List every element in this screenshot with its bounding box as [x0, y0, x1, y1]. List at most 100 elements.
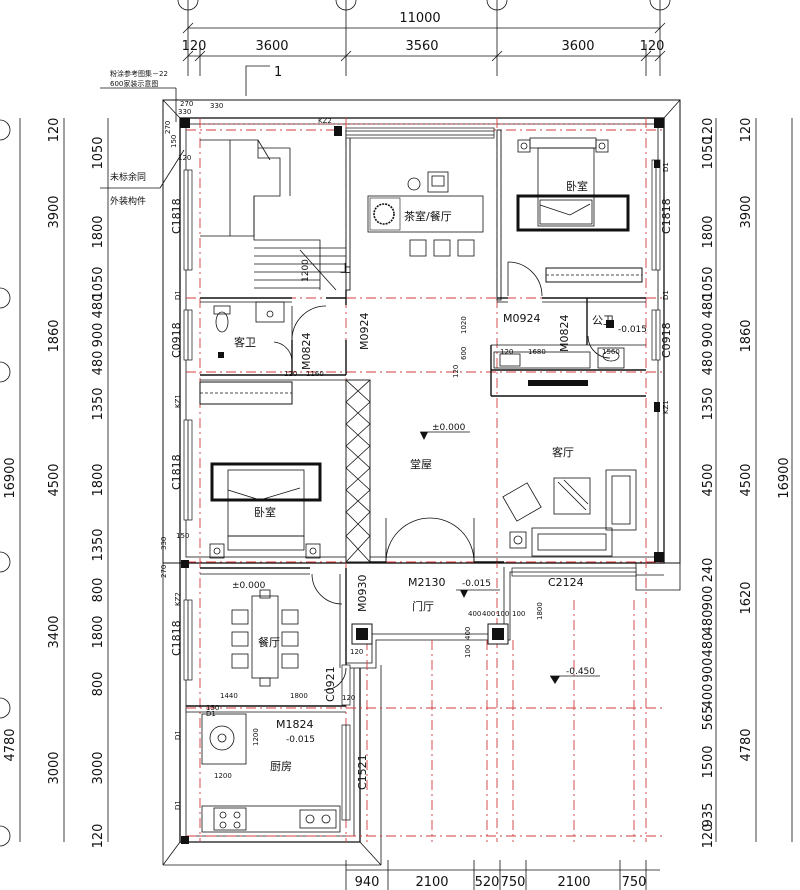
upper-bedroom-label: 卧室 [566, 179, 588, 193]
dim-1560: 1560 [602, 348, 620, 356]
stair-up-label: 上 [340, 262, 351, 275]
right-inner-dimension-7: 1350 [701, 387, 716, 420]
left-inner-dimension-12: 3000 [91, 751, 106, 784]
public-bath-fixtures [493, 320, 625, 386]
left-inner-dimension-1: 1800 [91, 215, 106, 248]
column-label-kz1-left: KZ1 [174, 394, 182, 408]
left-inner-dimension-8: 1350 [91, 528, 106, 561]
right-middle-dimension-2: 1860 [739, 319, 754, 352]
section-mark: 1 [274, 65, 282, 80]
dim-100-a: 100 [496, 610, 509, 618]
dim-400-b: 400 [482, 610, 495, 618]
left-middle-dimension-0: 120 [47, 118, 62, 143]
dining-table [231, 589, 299, 687]
dim-330-c: 330 [160, 537, 168, 550]
beam-label-d1-f: D1 [206, 710, 216, 718]
note-1-line-1: 粉涂参考图集－22 [110, 69, 168, 78]
hall-label: 堂屋 [410, 458, 432, 471]
dim-150-c: 150 [206, 704, 219, 712]
left-inner-dimension-0: 1050 [91, 136, 106, 169]
right-inner-dimension-14: 400 [701, 684, 716, 709]
right-dimension-lines [715, 118, 793, 842]
note-2: 未标余同 [110, 171, 146, 183]
window-label-c0918-guest: C0918 [170, 322, 183, 358]
door-swings [273, 261, 611, 691]
left-inner-dimension-13: 120 [91, 824, 106, 849]
right-inner-dimension-3: 1050 [701, 266, 716, 299]
door-label-m1824: M1824 [276, 718, 314, 731]
left-inner-dimension-11: 800 [91, 672, 106, 697]
dim-1800-porch: 1800 [536, 602, 544, 620]
dining-level: ±0.000 [232, 581, 266, 591]
dim-1020: 1020 [460, 316, 468, 334]
dining-label: 餐厅 [258, 635, 280, 649]
living-room-label: 客厅 [552, 445, 574, 459]
dim-150-b: 150 [176, 532, 189, 540]
column-label-kz2-dining: KZ2 [174, 592, 182, 606]
hall-level: ±0.000 [432, 423, 466, 433]
dim-100-b: 100 [512, 610, 525, 618]
living-room-furniture [502, 469, 637, 557]
window-label-c1818-bedroom-lower: C1818 [170, 454, 183, 490]
bottom-dimension-1: 2100 [415, 875, 448, 890]
dim-100-c: 100 [464, 645, 472, 658]
top-dimension-3: 3600 [561, 39, 594, 54]
left-middle-dimension-2: 1860 [47, 319, 62, 352]
right-inner-dimension-5: 900 [701, 323, 716, 348]
right-inner-dimension-15: 565 [701, 706, 716, 731]
left-middle-dimension-5: 3000 [47, 751, 62, 784]
dim-400-a: 400 [468, 610, 481, 618]
note-3: 外装构件 [110, 195, 146, 207]
dim-270-a: 270 [180, 100, 193, 108]
left-inner-dimensions: 1050180010504809004801350180013508001800… [91, 136, 106, 848]
dim-120-bath-b: 120 [452, 365, 460, 378]
entry-label: 门厅 [412, 599, 434, 613]
beam-label-d1-a: D1 [174, 290, 182, 300]
column-label-kz1-right: KZ1 [662, 400, 670, 414]
window-label-c0918-public: C0918 [660, 322, 673, 358]
top-dimension-2: 3560 [405, 39, 438, 54]
dim-1160: 1160 [306, 370, 324, 378]
note-leaders [100, 65, 270, 189]
upper-bedroom-furniture [516, 137, 643, 283]
bottom-dimension-0: 940 [355, 875, 380, 890]
tea-dining-furniture [367, 171, 484, 257]
right-inner-dimension-12: 480 [701, 633, 716, 658]
window-label-c0921: C0921 [324, 666, 337, 702]
public-bath-level: -0.015 [618, 325, 647, 335]
right-inner-dimension-17: 935 [701, 803, 716, 828]
dim-120-guest: 120 [284, 370, 297, 378]
beam-label-d1-d: D1 [174, 800, 182, 810]
dim-120-corner: 120 [178, 154, 191, 162]
outside-level: -0.450 [566, 667, 595, 677]
top-dimension-lines [177, 0, 671, 76]
entry-double-door [385, 517, 475, 563]
left-inner-dimension-6: 1350 [91, 387, 106, 420]
right-inner-dimension-4: 480 [701, 294, 716, 319]
dim-120-porch-b: 120 [342, 694, 355, 702]
dim-1440: 1440 [220, 692, 238, 700]
bottom-dimension-3: 750 [501, 875, 526, 890]
guest-bath-fixtures [213, 301, 285, 358]
left-inner-dimension-10: 1800 [91, 615, 106, 648]
right-middle-dimension-5: 4780 [739, 728, 754, 761]
bottom-dimension-5: 750 [622, 875, 647, 890]
dim-1680: 1680 [528, 348, 546, 356]
top-dimension-0: 120 [182, 39, 207, 54]
right-inner-dimension-11: 480 [701, 610, 716, 635]
right-outer-dimensions: 16900 [777, 457, 792, 498]
left-inner-dimension-7: 1800 [91, 463, 106, 496]
stair-dimension: 1200 [301, 259, 311, 282]
right-inner-dimension-18: 120 [701, 824, 716, 849]
left-middle-dimension-4: 3400 [47, 615, 62, 648]
door-label-m0924-hall: M0924 [358, 313, 371, 351]
door-label-m0924-bedroom: M0924 [503, 312, 541, 325]
kitchen-label: 厨房 [270, 760, 292, 773]
left-middle-dimension-1: 3900 [47, 195, 62, 228]
windows [183, 127, 661, 821]
entry-level: -0.015 [462, 579, 491, 589]
window-label-c1818-bedroom-upper: C1818 [660, 198, 673, 234]
